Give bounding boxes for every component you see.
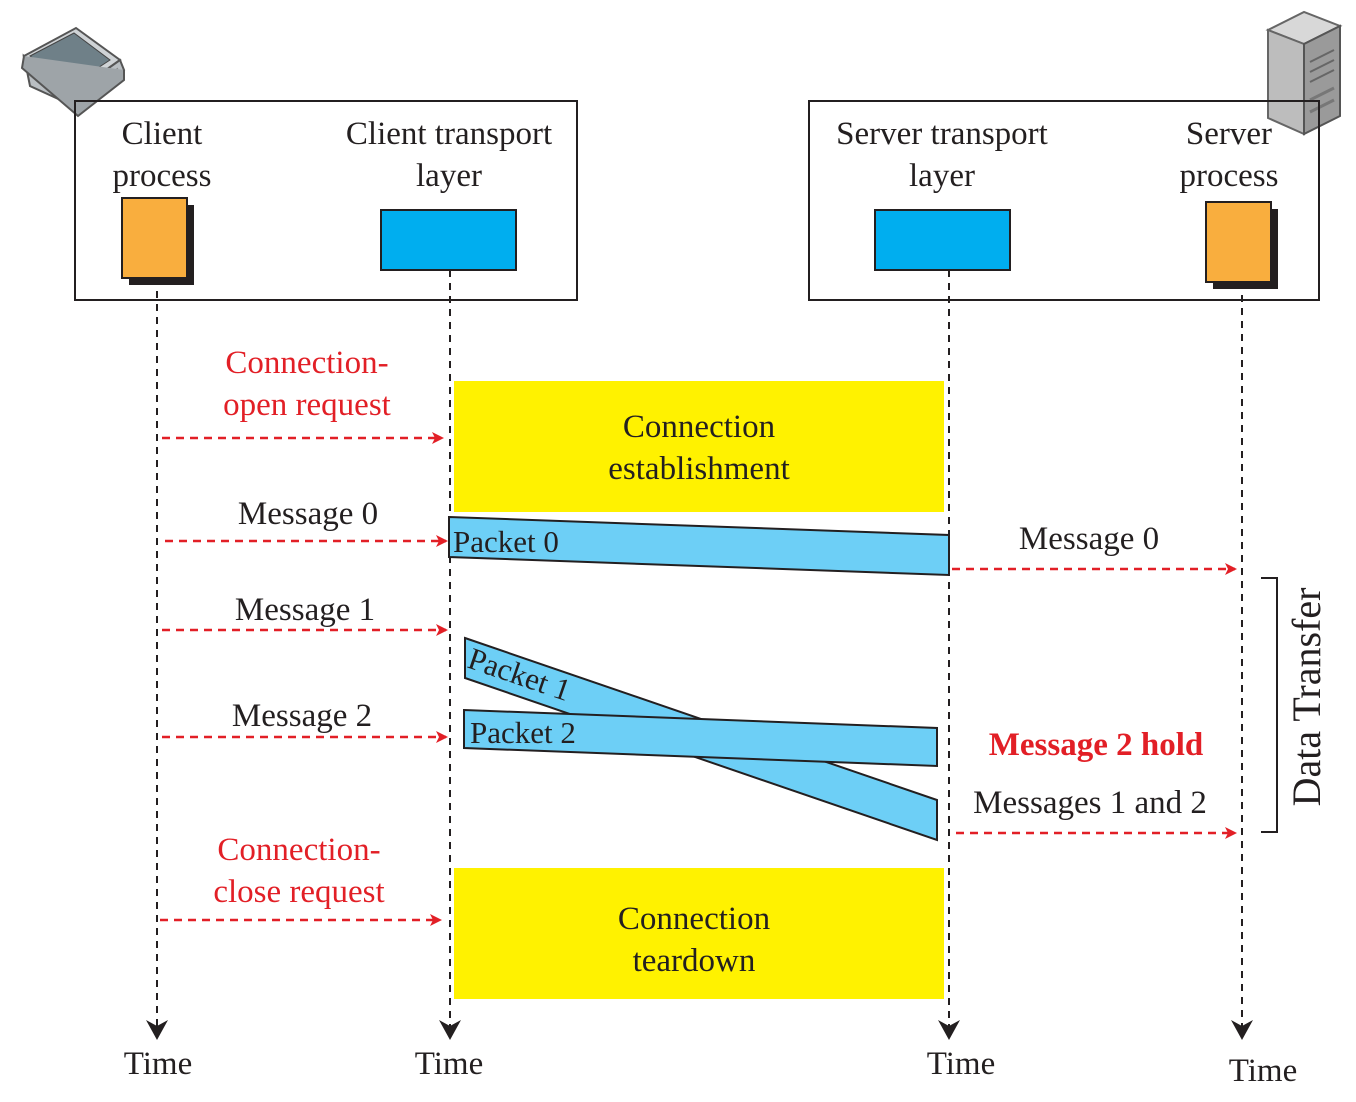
packet-0-band	[448, 515, 950, 577]
server-message-0-label: Message 0	[1019, 521, 1159, 557]
connection-teardown-label-line2: teardown	[633, 943, 756, 979]
server-messages-1-and-2-label: Messages 1 and 2	[973, 785, 1207, 821]
timelines	[156, 270, 1243, 1030]
server-process-label-line1: Server	[1186, 116, 1272, 152]
time-label-client-transport: Time	[415, 1046, 483, 1082]
laptop-icon	[20, 26, 126, 118]
client-message-2-label: Message 2	[232, 698, 372, 734]
connection-teardown-box	[454, 868, 944, 999]
open-request-label-line1: Connection-	[225, 345, 388, 381]
client-process-box	[121, 197, 188, 279]
server-host-frame	[808, 100, 1320, 301]
packet-1-label: Packet 1	[464, 641, 576, 708]
client-process-label-line2: process	[113, 158, 212, 194]
server-transport-box	[874, 209, 1011, 271]
server-process-label-line2: process	[1180, 158, 1279, 194]
data-transfer-label: Data Transfer	[1284, 588, 1329, 807]
server-transport-label-line1: Server transport	[836, 116, 1048, 152]
packet-2-label: Packet 2	[470, 715, 576, 750]
server-transport-label-line2: layer	[909, 158, 975, 194]
connection-establishment-label-line1: Connection	[623, 409, 775, 445]
data-transfer-bracket	[1261, 577, 1278, 833]
close-request-label-line1: Connection-	[217, 832, 380, 868]
client-message-0-label: Message 0	[238, 496, 378, 532]
server-tower-icon	[1265, 10, 1343, 136]
connection-establishment-box	[454, 381, 944, 512]
client-process-label-line1: Client	[122, 116, 203, 152]
message-2-hold-label: Message 2 hold	[989, 727, 1204, 763]
connection-teardown-label-line1: Connection	[618, 901, 770, 937]
client-transport-box	[380, 209, 517, 271]
client-transport-label-line2: layer	[416, 158, 482, 194]
client-transport-label-line1: Client transport	[346, 116, 552, 152]
open-request-label-line2: open request	[223, 387, 391, 423]
client-host-frame	[74, 100, 578, 301]
timeline-arrowheads	[146, 1020, 1253, 1040]
connection-establishment-label-line2: establishment	[608, 451, 789, 487]
time-label-server-process: Time	[1229, 1053, 1297, 1089]
close-request-label-line2: close request	[213, 874, 384, 910]
time-label-server-transport: Time	[927, 1046, 995, 1082]
client-message-1-label: Message 1	[235, 592, 375, 628]
time-label-client-process: Time	[124, 1046, 192, 1082]
server-process-box	[1205, 201, 1272, 283]
packet-0-label: Packet 0	[453, 524, 559, 559]
packet-2-band	[463, 708, 938, 768]
